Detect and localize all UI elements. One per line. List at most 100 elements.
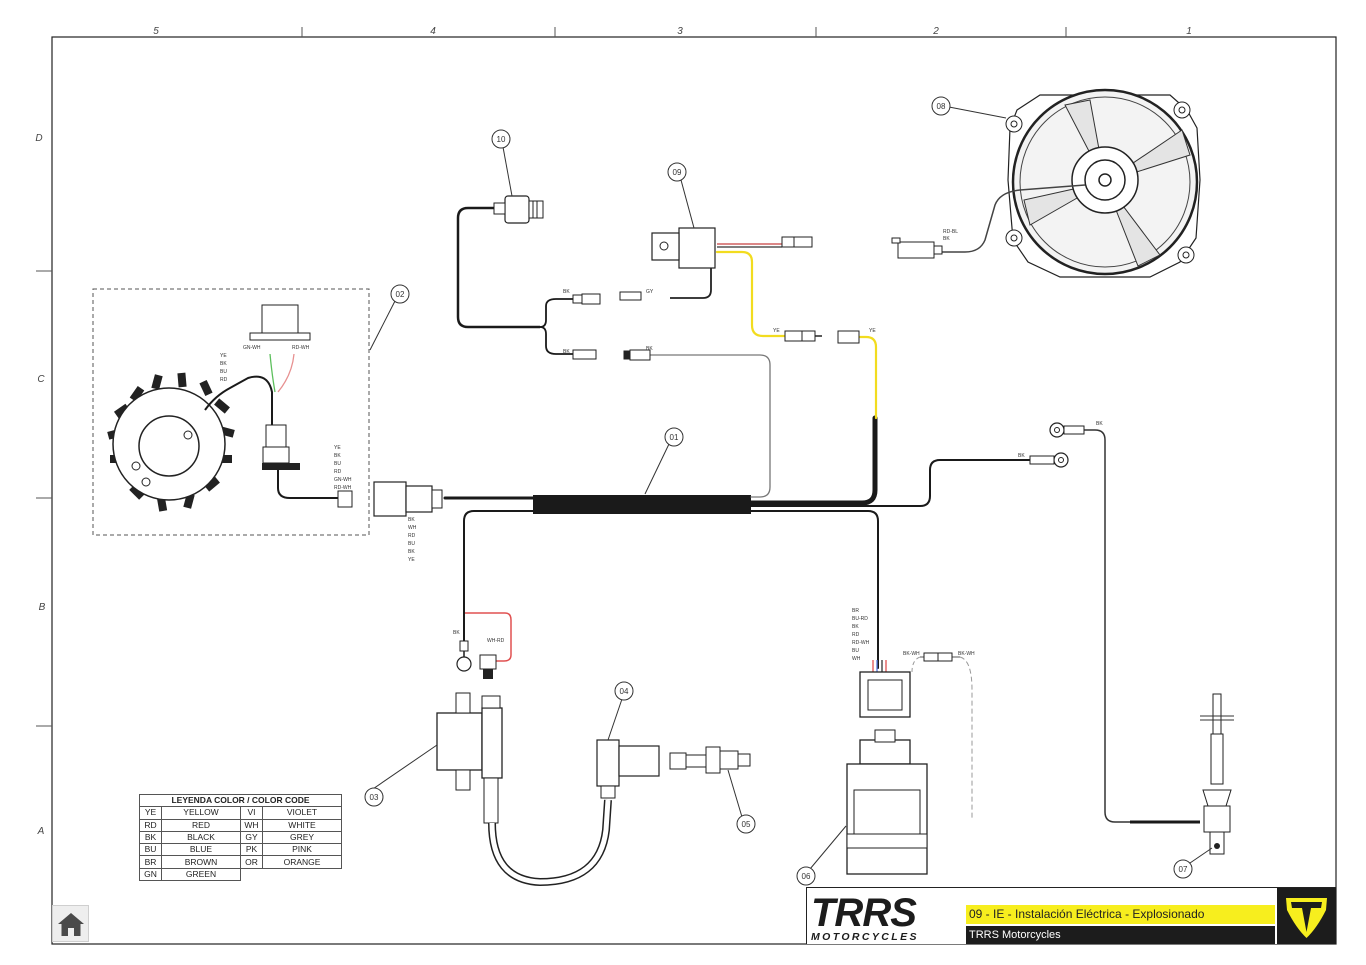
legend-code: BU: [139, 843, 162, 857]
wire-label: RD: [220, 377, 228, 383]
column-label: 4: [430, 26, 436, 37]
callout-text: 06: [802, 872, 811, 881]
legend-code: YE: [139, 806, 162, 820]
shield-icon: [1286, 898, 1327, 938]
wire-label: BR: [852, 608, 859, 614]
wire-label: RD: [408, 533, 416, 539]
wire-label: BK: [1096, 421, 1103, 427]
wire-label: BK: [453, 630, 460, 636]
trrs-logo: TRRS MOTORCYCLES: [811, 891, 919, 943]
color-legend-table: LEYENDA COLOR / COLOR CODE YE YELLOW VI …: [139, 793, 342, 882]
wire-label: BK: [1018, 453, 1025, 459]
callout-07: [1173, 859, 1193, 879]
wire-label: RD: [334, 469, 342, 475]
wire-label: RD-WH: [852, 640, 870, 646]
legend-color: BLUE: [161, 843, 241, 857]
legend-color: GREY: [262, 830, 342, 845]
wire-labels: BK GY BK BK YE YE RD-BL BK BK BK GN-WH R…: [220, 229, 1103, 662]
wire-label: BK: [408, 517, 415, 523]
wire-label: BK: [220, 361, 227, 367]
legend-code: BK: [139, 830, 162, 845]
ignition-coil-03: [436, 612, 612, 887]
drawing-frame: [51, 36, 1337, 945]
relay-09: [619, 227, 813, 301]
wire-label: RD: [852, 632, 860, 638]
legend-color: BROWN: [161, 855, 241, 869]
legend-color: YELLOW: [161, 806, 241, 820]
logo-sub-text: MOTORCYCLES: [811, 931, 919, 943]
wire-label: BU: [220, 369, 227, 375]
legend-code: GN: [139, 867, 162, 882]
wire-label: BK: [646, 346, 653, 352]
home-icon: [57, 912, 84, 936]
fan-08: [891, 88, 1201, 278]
wire-label: YE: [869, 328, 876, 334]
wire-label: GN-WH: [334, 477, 352, 483]
wire-label: WH: [852, 656, 861, 662]
callout-leaders: [366, 106, 1213, 870]
wire-label: BU: [334, 461, 341, 467]
wire-label: RD-BL: [943, 229, 958, 235]
home-button[interactable]: [52, 905, 89, 942]
callouts: 01 02 03 04 05 06 07 08 09 10: [364, 96, 1193, 886]
legend-title: LEYENDA COLOR / COLOR CODE: [139, 793, 342, 808]
row-zones: [36, 270, 52, 727]
legend-code: BR: [139, 855, 162, 869]
callout-03: [364, 787, 384, 807]
legend-code: GY: [240, 830, 263, 845]
wire-label: BK-WH: [958, 651, 975, 657]
yellow-wires: [715, 250, 878, 420]
callout-01: [664, 427, 684, 447]
title-block: TRRS MOTORCYCLES 09 - IE - Instalación E…: [806, 887, 1336, 944]
wire-label: WH-RD: [487, 638, 505, 644]
wire-label: BU-RD: [852, 616, 868, 622]
callout-text: 08: [937, 102, 946, 111]
ground-terminals: [1029, 422, 1130, 823]
legend-code: VI: [240, 806, 263, 820]
row-label: A: [37, 826, 45, 837]
wire-label: GN-WH: [243, 345, 261, 351]
column-label: 2: [932, 26, 939, 37]
drawing-title: 09 - IE - Instalación Eléctrica - Explos…: [966, 905, 1275, 924]
wire-label: BK: [943, 236, 950, 242]
legend-color: PINK: [262, 843, 342, 857]
kill-switch-07: [1130, 693, 1234, 855]
company-name: TRRS Motorcycles: [966, 926, 1275, 944]
legend-color: BLACK: [161, 830, 241, 845]
legend-header-row: LEYENDA COLOR / COLOR CODE: [139, 793, 342, 808]
callout-06: [796, 866, 816, 886]
callout-10: [491, 129, 511, 149]
legend-color: VIOLET: [262, 806, 342, 820]
legend-code: OR: [240, 855, 263, 869]
column-label: 3: [677, 26, 683, 37]
wire-label: BK-WH: [903, 651, 920, 657]
yellow-connectors: [784, 330, 860, 344]
spark-plug-05: [669, 746, 751, 774]
legend-row: RD RED WH WHITE: [139, 818, 342, 832]
cdi-06: [846, 652, 973, 875]
legend-color: WHITE: [262, 818, 342, 832]
wire-label: YE: [408, 557, 415, 563]
legend-code: PK: [240, 843, 263, 857]
row-label: B: [39, 602, 46, 613]
wire-label: BK: [563, 289, 570, 295]
legend-code: RD: [139, 818, 162, 832]
legend-color: [263, 868, 342, 880]
callout-text: 03: [370, 793, 379, 802]
legend-code: WH: [240, 818, 263, 832]
legend-row: BK BLACK GY GREY: [139, 830, 342, 845]
callout-09: [667, 162, 687, 182]
callout-02: [390, 284, 410, 304]
legend-row: BR BROWN OR ORANGE: [139, 855, 342, 869]
legend-color: ORANGE: [262, 855, 342, 869]
wire-label: YE: [773, 328, 780, 334]
legend-color: RED: [161, 818, 241, 832]
callout-text: 05: [742, 820, 751, 829]
legend-row: GN GREEN: [139, 867, 342, 882]
main-harness: [443, 354, 1046, 669]
callout-05: [736, 814, 756, 834]
callout-text: 09: [673, 168, 682, 177]
stator-group-02: [92, 288, 370, 536]
row-label: C: [37, 374, 45, 385]
wire-label: BU: [408, 541, 415, 547]
